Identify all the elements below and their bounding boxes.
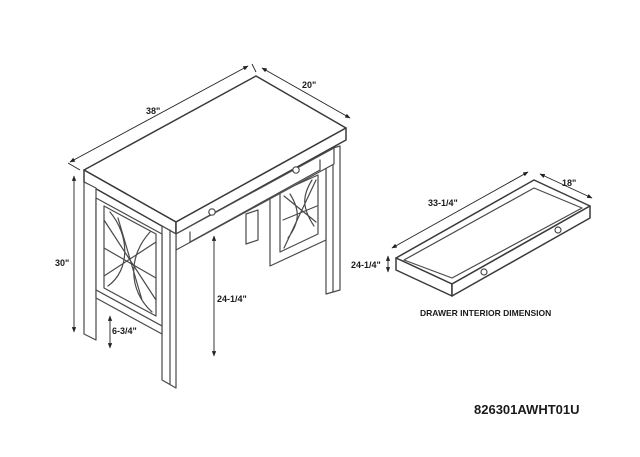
desk-depth-label: 20" (302, 80, 316, 90)
drawer-knob-icon (292, 166, 300, 174)
desk-knee-height-label: 24-1/4" (217, 294, 247, 304)
drawer-knob-icon (480, 268, 488, 276)
desk-width-label: 38" (146, 106, 160, 116)
drawer-dimensions: 33-1/4" 18" 24-1/4" DRAWER INTERIOR DIME… (351, 171, 593, 318)
desk-height-label: 30" (55, 258, 69, 268)
drawer-depth-label: 18" (562, 178, 576, 188)
depth-dimension-line (261, 67, 351, 119)
desk-dimensions: 38" 20" 30" 24-1/4" 6-3/4" (55, 63, 351, 357)
product-code: 826301AWHT01U (474, 402, 580, 417)
drawer-depth-dimension-line (539, 173, 593, 199)
drawer-caption: DRAWER INTERIOR DIMENSION (420, 308, 551, 318)
width-dimension-line (69, 65, 249, 163)
drawer-knob-icon (554, 226, 562, 234)
drawer-length-label: 33-1/4" (428, 198, 458, 208)
drawer-length-dimension-line (391, 171, 529, 249)
desk-front-legs (83, 181, 177, 389)
desk-illustration (83, 75, 347, 389)
drawer-height-label: 24-1/4" (351, 260, 381, 270)
desk-back-legs (245, 145, 341, 295)
desk-left-side-panel (95, 197, 163, 335)
drawer-knob-icon (208, 208, 216, 216)
drawer-illustration (395, 179, 591, 297)
desk-shelf-height-label: 6-3/4" (112, 326, 137, 336)
